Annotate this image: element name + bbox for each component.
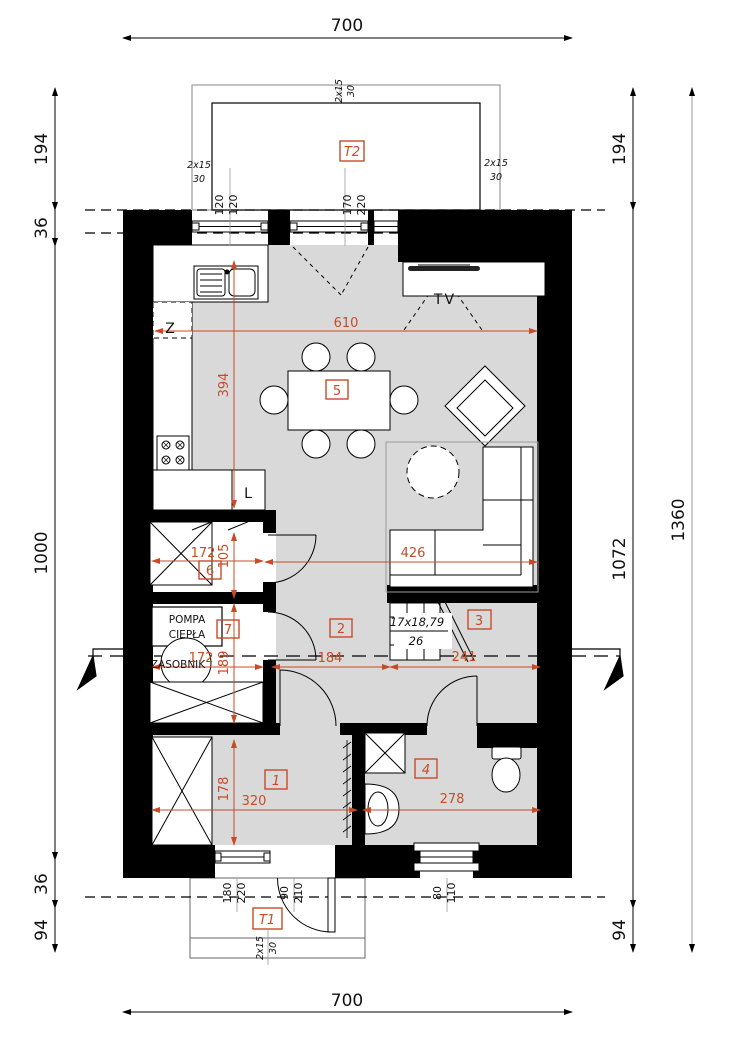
corner-sofa xyxy=(385,441,539,593)
radiator xyxy=(342,740,352,838)
section-markers xyxy=(76,648,624,691)
sink xyxy=(193,265,259,300)
red-dimension-lines xyxy=(151,260,541,846)
shower xyxy=(364,732,406,774)
red-dim-394: 394 xyxy=(217,373,232,398)
door-bedroom xyxy=(279,669,337,727)
tv-cabinet xyxy=(402,261,546,297)
room-label-4: 4 xyxy=(422,763,430,778)
dim-total-height: 1360 xyxy=(669,498,689,541)
dining-set xyxy=(259,342,419,459)
window-dim-180: 180 xyxy=(221,883,234,904)
room-label-boxes xyxy=(198,140,492,930)
dim-left-194: 194 xyxy=(32,133,52,165)
stairs xyxy=(389,597,475,663)
window-dim-170: 170 xyxy=(341,195,354,216)
window-fixed xyxy=(373,220,399,233)
door-room7 xyxy=(267,611,317,661)
window-dim-220: 220 xyxy=(355,195,368,216)
walls xyxy=(123,210,572,878)
door-room6 xyxy=(267,534,317,584)
room-label-3: 3 xyxy=(475,614,483,629)
window-bedroom-180 xyxy=(214,850,271,864)
dimension-chains xyxy=(52,35,695,1015)
red-dim-320: 320 xyxy=(242,794,267,809)
dim-right-194: 194 xyxy=(610,133,630,165)
stairs-width-label: 26 xyxy=(409,634,424,648)
tv-label: TV xyxy=(433,292,456,308)
french-door-swing xyxy=(292,246,369,296)
room-label-7: 7 xyxy=(224,623,232,638)
terrace-label-t1: T1 xyxy=(259,913,275,928)
wardrobe-bedroom xyxy=(151,736,213,846)
terrace-label-t2: T2 xyxy=(344,145,360,160)
red-dim-172a: 172 xyxy=(191,546,216,561)
extension-lines xyxy=(229,85,448,965)
t2-steps-count-left: 2x15 xyxy=(187,160,211,171)
dishwasher-label: Z xyxy=(165,321,175,337)
tv-icon xyxy=(408,264,480,271)
t1-steps-count: 2x15 xyxy=(255,936,266,960)
terrace-t2 xyxy=(191,84,501,211)
door-dim-90: 90 xyxy=(278,886,291,900)
heat-pump-label-2: CIEPŁA xyxy=(169,629,206,641)
dim-bottom-width: 700 xyxy=(331,991,363,1011)
red-dim-189: 189 xyxy=(217,651,232,676)
dim-top-width: 700 xyxy=(331,16,363,36)
window-dim-120a: 120 xyxy=(213,195,226,216)
red-dim-426: 426 xyxy=(401,546,426,561)
door-dim-210: 210 xyxy=(292,883,305,904)
window-dim-120b: 120 xyxy=(227,195,240,216)
t2-steps-height-top: 30 xyxy=(346,85,357,97)
wardrobe-room6 xyxy=(149,515,263,586)
heat-pump-label-1: POMPA xyxy=(169,614,206,626)
red-dim-241: 241 xyxy=(452,650,477,665)
t2-steps-height-left: 30 xyxy=(193,174,205,185)
room-label-6: 6 xyxy=(206,564,214,579)
coffee-table xyxy=(406,445,460,499)
t2-steps-count-right: 2x15 xyxy=(484,158,508,169)
red-dim-610: 610 xyxy=(334,316,359,331)
red-dim-184: 184 xyxy=(318,651,343,666)
red-dim-105: 105 xyxy=(217,544,232,569)
dim-left-36b: 36 xyxy=(32,873,52,895)
red-dim-178: 178 xyxy=(217,777,232,802)
window-dim-110: 110 xyxy=(445,883,458,904)
window-french-170 xyxy=(289,220,369,233)
armchair xyxy=(444,365,526,447)
window-dim-80: 80 xyxy=(431,886,444,900)
stairs-spec-label: 17x18,79 xyxy=(390,615,444,629)
t1-steps-height: 30 xyxy=(268,942,279,954)
door-bathroom xyxy=(426,675,478,727)
red-dim-278: 278 xyxy=(440,792,465,807)
dim-right-94: 94 xyxy=(610,919,630,941)
t2-steps-count-top: 2x15 xyxy=(334,79,345,103)
window-dim-220b: 220 xyxy=(235,883,248,904)
room-label-5: 5 xyxy=(333,384,341,399)
tank-label: ZASOBNIK xyxy=(151,659,206,671)
window-bathroom-80 xyxy=(413,842,480,872)
toilet xyxy=(491,746,522,793)
t2-steps-height-right: 30 xyxy=(490,172,502,183)
entry-door xyxy=(277,877,336,933)
room-label-1: 1 xyxy=(272,774,280,789)
dim-left-1000: 1000 xyxy=(32,531,52,574)
fridge-label: L xyxy=(244,486,252,502)
dim-left-36a: 36 xyxy=(32,217,52,239)
text-layer: 700 700 194 36 1000 36 94 194 1072 94 13… xyxy=(32,16,689,1011)
dim-right-1072: 1072 xyxy=(610,537,630,580)
room-label-2: 2 xyxy=(337,622,345,637)
red-dim-172b: 172 xyxy=(189,651,214,666)
wardrobe-room7 xyxy=(149,681,264,724)
dim-left-94: 94 xyxy=(32,919,52,941)
stove xyxy=(156,435,190,471)
